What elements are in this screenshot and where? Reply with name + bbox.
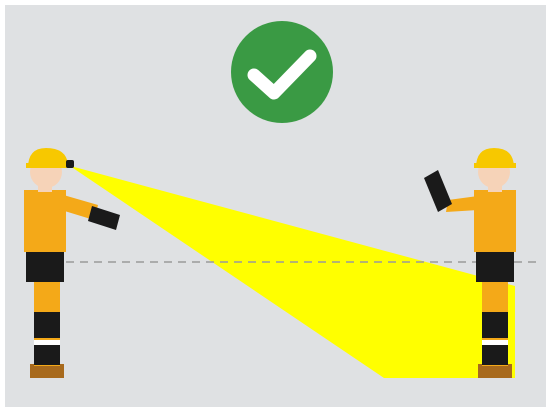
headlamp-icon <box>66 160 74 168</box>
left-worker-boots <box>30 364 64 378</box>
check-circle-icon <box>231 21 333 123</box>
right-worker-boots <box>478 364 512 378</box>
